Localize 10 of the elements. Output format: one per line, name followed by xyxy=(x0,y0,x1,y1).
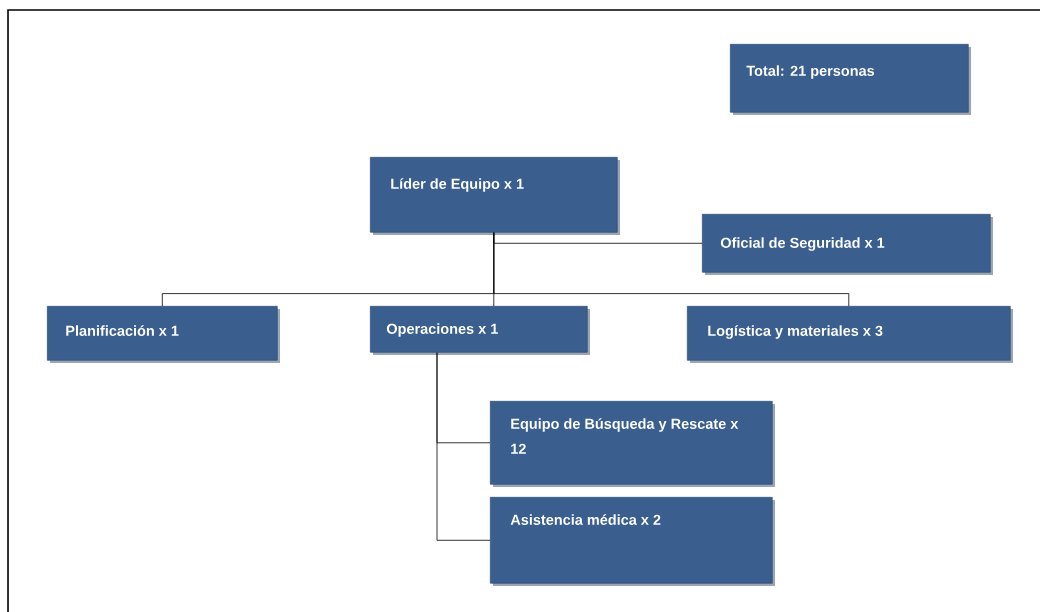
org-box: Oficial de Seguridad x 1 xyxy=(702,214,993,275)
org-box: Planificación x 1 xyxy=(47,306,280,363)
org-box: Logística y materiales x 3 xyxy=(687,306,1013,363)
connector-line xyxy=(436,352,491,541)
org-box: Operaciones x 1 xyxy=(370,306,590,355)
org-box: Total: 21 personas xyxy=(730,44,971,115)
org-box: Líder de Equipo x 1 xyxy=(370,157,620,235)
org-box: Asistencia médica x 2 xyxy=(490,497,775,586)
connector-line xyxy=(493,232,850,307)
org-box: Equipo de Búsqueda y Rescate x 12 xyxy=(490,401,775,487)
